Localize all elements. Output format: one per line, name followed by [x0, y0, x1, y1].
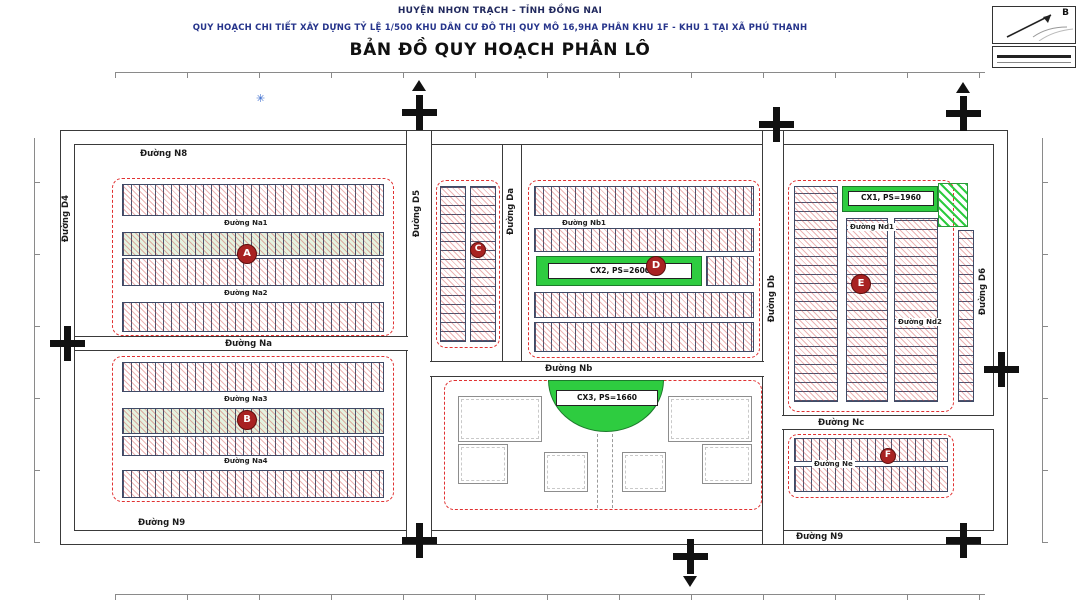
parcel-strip: [440, 186, 466, 342]
dimension-line-top: [115, 72, 985, 78]
parcel-strip: [706, 256, 754, 286]
parcel-strip: [122, 302, 384, 332]
road-label-d6: Đường D6: [978, 268, 988, 316]
block-label-a: A: [237, 244, 257, 264]
road-arrow-icon: [683, 576, 697, 587]
block-f-boundary: [788, 434, 954, 498]
intersection-marker: [759, 107, 794, 142]
dimension-line-right: [1042, 138, 1048, 543]
intersection-marker: [946, 96, 981, 131]
intersection-marker: [984, 352, 1019, 387]
intersection-marker: [402, 95, 437, 130]
road-label-db: Đường Db: [767, 275, 777, 323]
road-label-d5: Đường D5: [412, 190, 422, 238]
building-footprint: [458, 444, 508, 484]
central-driveway: [597, 434, 613, 508]
block-d-boundary: [528, 180, 760, 358]
road-label-na: Đường Na: [225, 339, 272, 349]
road-label-ne: Đường Ne: [812, 460, 855, 468]
legend-line-thin: [997, 62, 1071, 63]
road-label-n9-left: Đường N9: [138, 518, 186, 528]
road-label-n8: Đường N8: [140, 149, 188, 159]
road-na: [75, 336, 408, 351]
road-da: [502, 145, 522, 363]
block-label-d: D: [646, 256, 666, 276]
north-arrow-icon: [1006, 14, 1074, 41]
building-footprint: [702, 444, 752, 484]
parcel-strip: [122, 258, 384, 286]
building-footprint: [458, 396, 542, 442]
building-footprint: [622, 452, 666, 492]
parcel-strip: [894, 218, 938, 402]
parcel-strip: [122, 436, 384, 456]
road-label-da: Đường Da: [506, 188, 516, 235]
road-arrow-icon: [956, 82, 970, 93]
intersection-marker: [946, 523, 981, 558]
parcel-strip: [122, 184, 384, 216]
parcel-strip: [122, 362, 384, 392]
parcel-strip: [470, 186, 496, 342]
block-a-boundary: [112, 178, 394, 336]
parcel-strip: [794, 438, 948, 462]
compass-box: B: [992, 6, 1076, 44]
road-label-nd1: Đường Nd1: [848, 223, 896, 231]
road-label-nd2: Đường Nd2: [896, 318, 944, 326]
green-hatch-area: [938, 183, 968, 227]
block-label-e: E: [851, 274, 871, 294]
building-footprint: [544, 452, 588, 492]
road-nb: [430, 361, 764, 377]
road-db: [762, 131, 784, 544]
road-label-na4: Đường Na4: [222, 457, 270, 465]
road-label-d4: Đường D4: [61, 195, 71, 243]
road-label-na2: Đường Na2: [222, 289, 270, 297]
block-label-f: F: [880, 448, 896, 464]
parcel-strip: [534, 292, 754, 318]
parcel-strip: [534, 322, 754, 352]
star-symbol-icon: ✳: [256, 92, 266, 105]
north-label: B: [1062, 8, 1069, 18]
dimension-line-bottom: [115, 594, 985, 600]
intersection-marker: [673, 539, 708, 574]
parcel-strip: [534, 228, 754, 252]
map-subtitle-project: QUY HOẠCH CHI TIẾT XÂY DỰNG TỶ LỆ 1/500 …: [192, 23, 808, 33]
green-zone-cx2-label: CX2, PS=2600: [548, 263, 692, 279]
parcel-strip: [794, 466, 948, 492]
road-label-nc: Đường Nc: [818, 418, 865, 428]
block-b-boundary: [112, 356, 394, 502]
parcel-strip: [846, 218, 888, 402]
parcel-strip: [122, 470, 384, 498]
road-label-n9-right: Đường N9: [796, 532, 844, 542]
parcel-strip: [794, 186, 838, 402]
block-label-b: B: [237, 410, 257, 430]
parcel-strip: [958, 230, 974, 402]
road-label-na1: Đường Na1: [222, 219, 270, 227]
road-label-nb1: Đường Nb1: [560, 219, 608, 227]
intersection-marker: [402, 523, 437, 558]
page-title: BẢN ĐỒ QUY HOẠCH PHÂN LÔ: [349, 40, 651, 60]
block-label-c: C: [470, 242, 486, 258]
block-c-boundary: [436, 180, 500, 348]
road-label-nb: Đường Nb: [545, 364, 593, 374]
legend-line-thick: [997, 55, 1071, 58]
green-zone-cx1-label: CX1, PS=1960: [848, 191, 934, 206]
green-zone-cx3-label: CX3, PS=1660: [556, 390, 658, 406]
road-arrow-icon: [412, 80, 426, 91]
building-footprint: [668, 396, 752, 442]
map-subtitle-district: HUYỆN NHƠN TRẠCH - TỈNH ĐỒNG NAI: [397, 6, 603, 16]
legend-box: [992, 46, 1076, 68]
road-nc: [782, 415, 994, 430]
block-e-boundary: [788, 180, 954, 412]
dimension-line-left: [34, 138, 40, 543]
road-label-na3: Đường Na3: [222, 395, 270, 403]
parcel-strip: [534, 186, 754, 216]
intersection-marker: [50, 326, 85, 361]
